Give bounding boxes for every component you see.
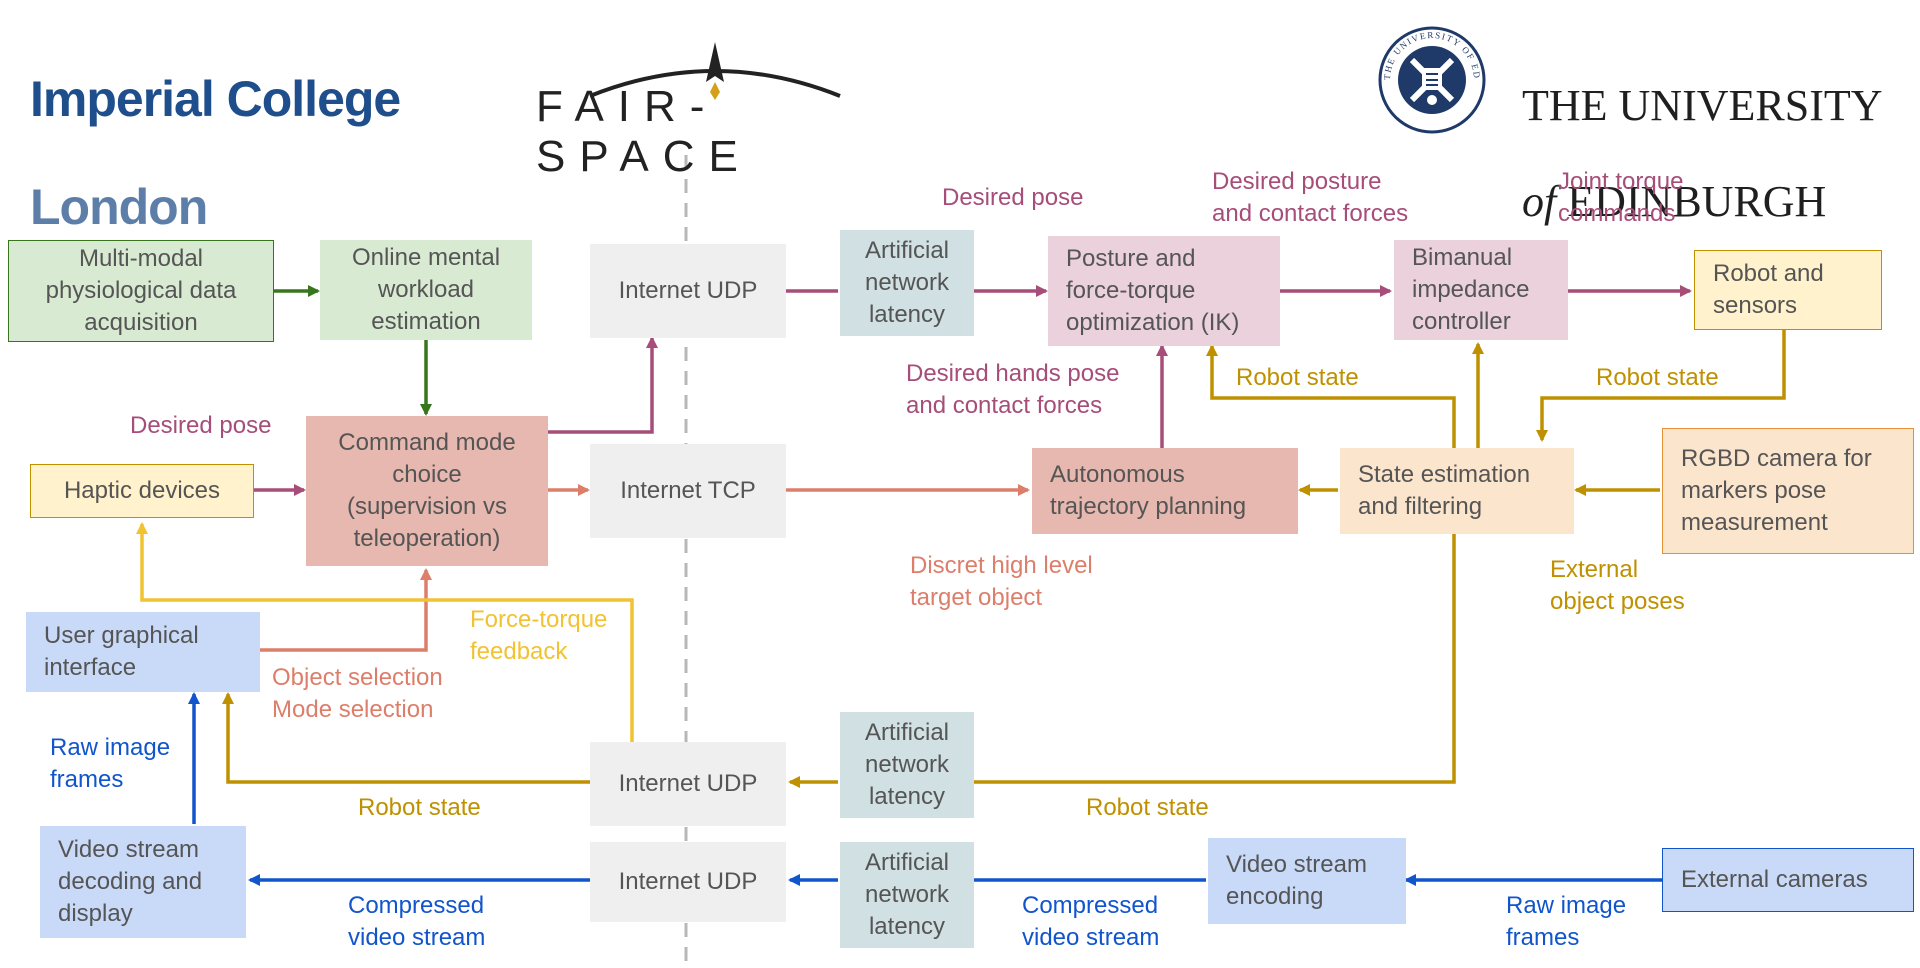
arrow-command-to-udp: [548, 336, 658, 434]
fairspace-logo-text: FAIR-SPACE: [536, 82, 752, 181]
node-haptic-devices: Haptic devices: [30, 464, 254, 518]
label-robot-state-ik: Robot state: [1236, 364, 1359, 391]
arrow-state-to-latency-mid: [974, 534, 1456, 784]
edinburgh-of: of: [1522, 177, 1557, 226]
node-latency-top: Artificial network latency: [840, 230, 974, 336]
node-internet-tcp: Internet TCP: [590, 444, 786, 538]
label-desired-pose-top: Desired pose: [942, 184, 1084, 211]
node-command-mode: Command mode choice (supervision vs tele…: [306, 416, 548, 566]
label-external-poses: External object poses: [1550, 556, 1685, 615]
arrow-robot-to-state: [1536, 328, 1786, 442]
node-video-decoding: Video stream decoding and display: [40, 826, 246, 938]
label-joint-torque: Joint torque commands: [1558, 168, 1684, 227]
node-rgbd-camera: RGBD camera for markers pose measurement: [1662, 428, 1914, 554]
node-internet-udp-bottom: Internet UDP: [590, 842, 786, 922]
node-bimanual-controller: Bimanual impedance controller: [1394, 240, 1568, 340]
edinburgh-seal: THE UNIVERSITY OF EDINBURGH: [1376, 24, 1486, 134]
edinburgh-wordmark: THE UNIVERSITY of EDINBURGH: [1522, 34, 1883, 274]
label-robot-state-bottom-mid: Robot state: [1086, 794, 1209, 821]
arrow-udp-mid-to-gui: [222, 692, 590, 784]
imperial-logo-line2: London: [30, 179, 208, 235]
fairspace-emblem: [589, 42, 841, 100]
node-latency-mid: Artificial network latency: [840, 712, 974, 818]
label-desired-posture: Desired posture and contact forces: [1212, 168, 1409, 227]
label-robot-state-bottom-left: Robot state: [358, 794, 481, 821]
node-user-interface: User graphical interface: [26, 612, 260, 692]
node-video-encoding: Video stream encoding: [1208, 838, 1406, 924]
label-compressed-left: Compressed video stream: [348, 892, 486, 951]
edinburgh-line2: EDINBURGH: [1567, 177, 1827, 226]
node-posture-optimization: Posture and force-torque optimization (I…: [1048, 236, 1280, 346]
label-object-mode-selection: Object selection Mode selection: [272, 664, 443, 723]
node-robot-sensors: Robot and sensors: [1694, 250, 1882, 330]
label-robot-state-right: Robot state: [1596, 364, 1719, 391]
node-latency-bottom: Artificial network latency: [840, 842, 974, 948]
label-raw-frames-right: Raw image frames: [1506, 892, 1627, 951]
node-workload-estimation: Online mental workload estimation: [320, 240, 532, 340]
label-compressed-mid: Compressed video stream: [1022, 892, 1160, 951]
label-force-torque-feedback: Force-torque feedback: [470, 606, 608, 665]
edinburgh-line2-row: of EDINBURGH: [1522, 178, 1883, 226]
fairspace-logo: FAIR-SPACE: [530, 34, 900, 181]
label-desired-hands: Desired hands pose and contact forces: [906, 360, 1120, 419]
label-discret-target: Discret high level target object: [910, 552, 1093, 611]
imperial-logo-line1: Imperial College: [30, 71, 401, 127]
arrow-force-feedback-to-haptic: [136, 522, 634, 742]
node-state-estimation: State estimation and filtering: [1340, 448, 1574, 534]
arrow-gui-to-command: [260, 568, 432, 652]
label-desired-pose-left: Desired pose: [130, 412, 272, 439]
imperial-logo: Imperial College London: [30, 18, 401, 288]
label-raw-frames-left: Raw image frames: [50, 734, 171, 793]
node-autonomous-planning: Autonomous trajectory planning: [1032, 448, 1298, 534]
node-multimodal-acquisition: Multi-modal physiological data acquisiti…: [8, 240, 274, 342]
arrow-state-to-posture: [1206, 344, 1456, 448]
edinburgh-line1: THE UNIVERSITY: [1522, 81, 1883, 130]
node-internet-udp-top: Internet UDP: [590, 244, 786, 338]
node-internet-udp-mid: Internet UDP: [590, 742, 786, 826]
node-external-cameras: External cameras: [1662, 848, 1914, 912]
